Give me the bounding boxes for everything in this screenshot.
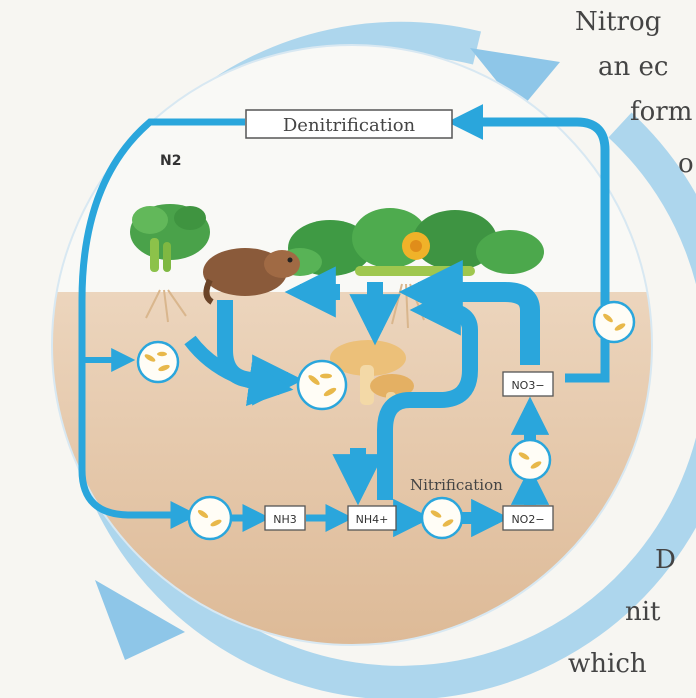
bacteria-nitrogen-fixing <box>189 497 231 539</box>
bacteria-decomposer <box>298 361 346 409</box>
no2-label: NO2− <box>511 513 544 526</box>
no3-box: NO3− <box>503 372 553 396</box>
denitrification-label-box: Denitrification <box>246 110 452 138</box>
no2-box: NO2− <box>503 506 553 530</box>
nh3-box: NH3 <box>265 506 305 530</box>
side-note-line-6: nit <box>625 597 661 627</box>
nh4-box: NH4+ <box>348 506 396 530</box>
side-note-line-3: form <box>630 97 692 127</box>
no3-label: NO3− <box>511 379 544 392</box>
bacteria-nitrifying-1 <box>422 498 462 538</box>
bacteria-denitrifying <box>594 302 634 342</box>
bacteria-nitrifying-2 <box>510 440 550 480</box>
n2-label: N2 <box>160 153 181 169</box>
side-note-line-7: which <box>568 649 647 679</box>
nitrification-label: Nitrification <box>410 476 503 494</box>
side-note-line-4: o <box>678 149 694 179</box>
nh3-label: NH3 <box>273 513 297 526</box>
side-note-line-2: an ec <box>598 52 668 82</box>
denitrification-label: Denitrification <box>283 115 416 136</box>
side-note-line-1: Nitrog <box>575 7 661 37</box>
nh4-label: NH4+ <box>356 513 389 526</box>
bacteria-soil-left <box>138 342 178 382</box>
side-note-line-5: D <box>655 545 676 575</box>
